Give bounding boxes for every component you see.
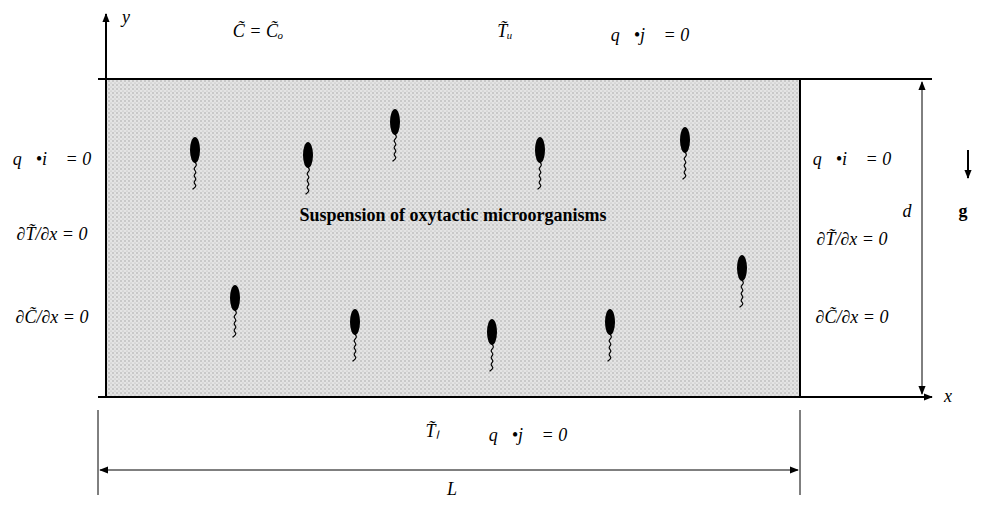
microorganism-group xyxy=(190,109,747,371)
height-dimension xyxy=(922,82,923,394)
microorganism-flagellum xyxy=(538,162,542,189)
microorganism-flagellum xyxy=(306,167,310,194)
microorganism-body xyxy=(487,319,497,345)
right-wall xyxy=(799,79,801,397)
fluid-layer xyxy=(106,79,800,397)
microorganism-body xyxy=(680,127,690,153)
microorganism-body xyxy=(190,137,200,163)
length-dimension xyxy=(100,470,798,471)
boundary-condition: ∂C̃/∂x = 0 xyxy=(815,307,890,329)
boundary-condition: q⃗•i⃗ = 0 xyxy=(812,149,892,171)
microorganism-flagellum xyxy=(683,152,687,179)
microorganism-body xyxy=(390,109,400,135)
microorganism-flagellum xyxy=(608,334,612,361)
dimension-label: d xyxy=(902,201,913,223)
dimension-label: L xyxy=(446,479,458,501)
boundary-condition: T̃ₗ xyxy=(424,421,439,443)
microorganism-body xyxy=(535,137,545,163)
boundary-condition: C̃ = C̃ₒ xyxy=(232,21,284,43)
microorganism-flagellum xyxy=(353,334,357,361)
microorganism-flagellum xyxy=(193,162,197,189)
microorganism-body xyxy=(605,309,615,335)
extension-line xyxy=(98,410,99,495)
extension-line xyxy=(800,410,801,495)
gravity-label: g⃗ xyxy=(957,201,982,223)
x-axis xyxy=(98,396,932,398)
microorganism-flagellum xyxy=(233,310,237,337)
boundary-condition: q⃗•j⃗ = 0 xyxy=(488,425,568,447)
boundary-condition: ∂T̃/∂x = 0 xyxy=(816,229,889,251)
y-axis xyxy=(105,14,107,397)
region-label: Suspension of oxytactic microorganisms xyxy=(299,205,606,226)
gravity-arrow xyxy=(967,150,969,178)
axis-label: x xyxy=(943,386,953,408)
boundary-condition: ∂T̃/∂x = 0 xyxy=(16,224,89,246)
microorganism-body xyxy=(303,142,313,168)
boundary-condition: q⃗•j⃗ = 0 xyxy=(610,25,690,47)
axis-label: y xyxy=(121,7,131,29)
top-wall xyxy=(98,78,932,80)
microorganism-flagellum xyxy=(740,280,744,307)
microorganism-flagellum xyxy=(490,344,494,371)
boundary-condition: T̃ᵤ xyxy=(496,21,513,43)
microorganism-body xyxy=(737,255,747,281)
boundary-condition: q⃗•i⃗ = 0 xyxy=(12,149,92,171)
microorganism-body xyxy=(350,309,360,335)
microorganism-body xyxy=(230,285,240,311)
microorganism-flagellum xyxy=(393,134,397,161)
fluid-layer-box: Suspension of oxytactic microorganisms xyxy=(106,79,800,397)
boundary-condition: ∂C̃/∂x = 0 xyxy=(15,307,90,329)
